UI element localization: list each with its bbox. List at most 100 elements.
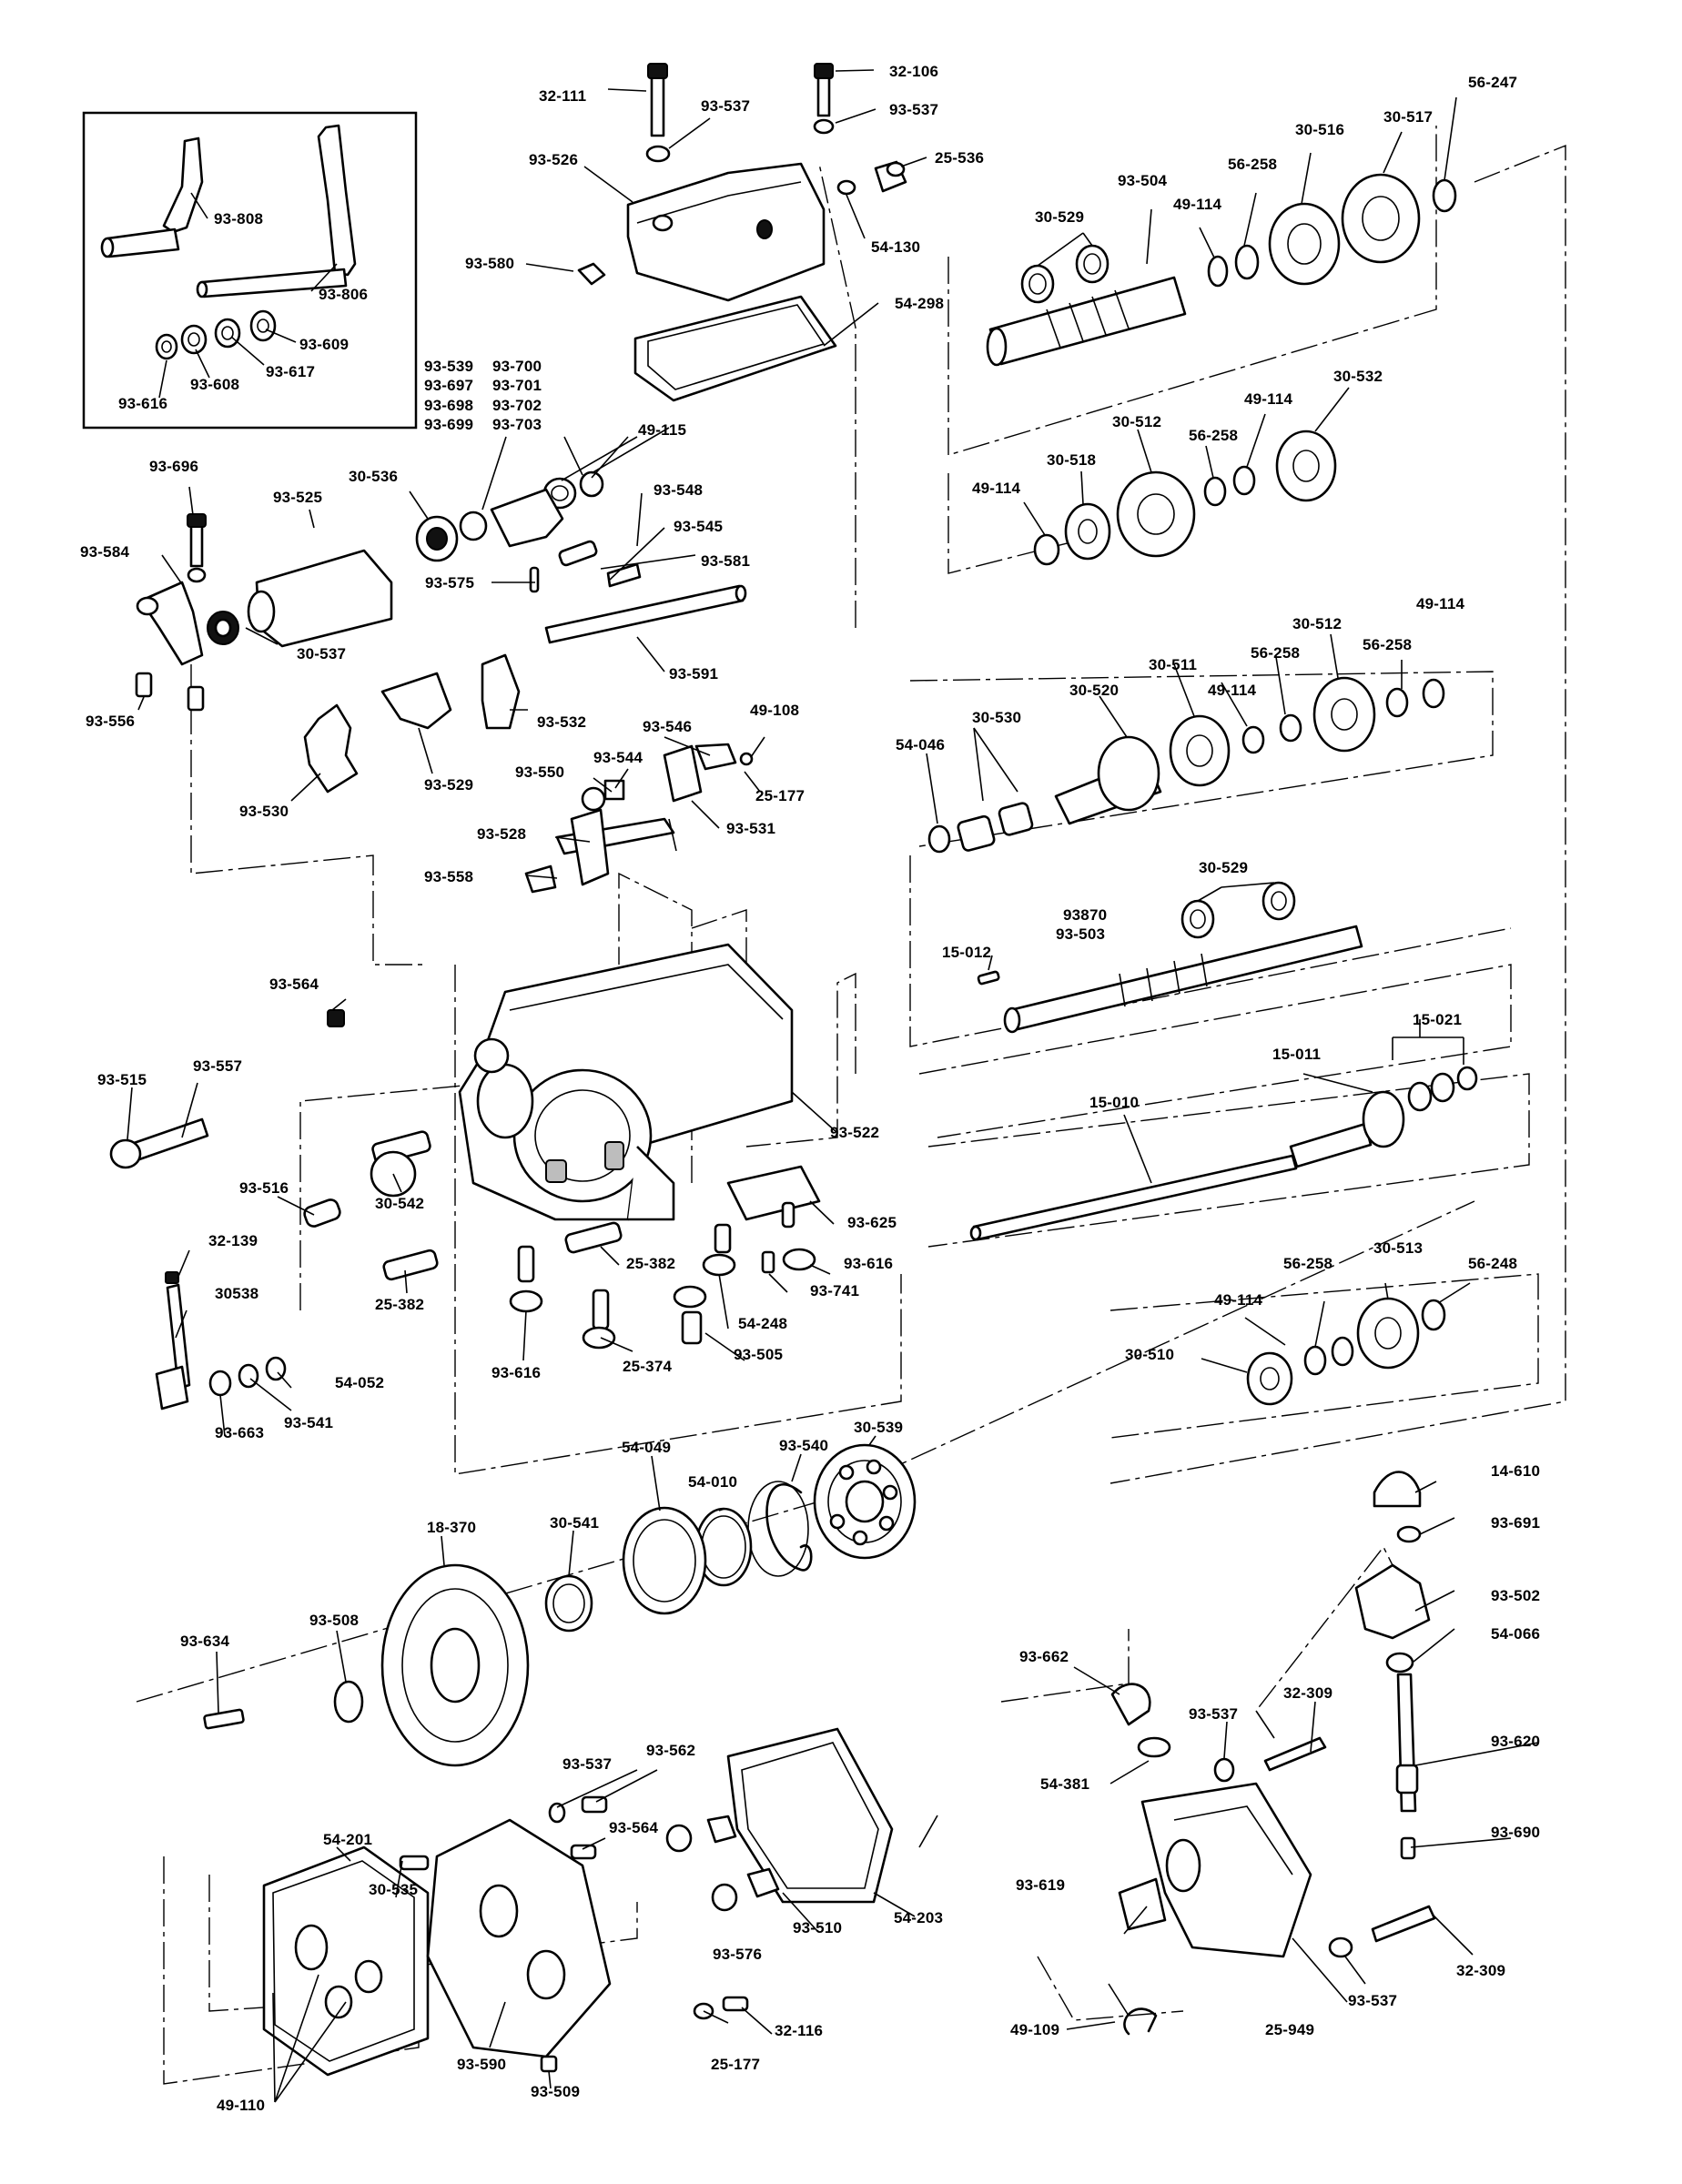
part-label-15-010: 15-010 <box>1089 1094 1140 1111</box>
part-label-93-537: 93-537 <box>701 97 751 115</box>
part-label-93-515: 93-515 <box>97 1071 147 1088</box>
part-label-93-528: 93-528 <box>477 825 527 843</box>
part-label-32-111: 32-111 <box>539 87 587 105</box>
part-label-93-505: 93-505 <box>734 1346 784 1363</box>
part-label-93-609: 93-609 <box>299 336 350 353</box>
part-label-15-021: 15-021 <box>1413 1011 1463 1028</box>
part-label-25-382: 25-382 <box>626 1255 676 1272</box>
part-label-93-529: 93-529 <box>424 776 474 794</box>
part-label-54-052: 54-052 <box>335 1374 385 1391</box>
part-label-32-106: 32-106 <box>889 63 939 80</box>
bottom-cover-assembly <box>262 1727 894 2077</box>
part-label-93-620: 93-620 <box>1491 1733 1541 1750</box>
part-label-93-503: 93-503 <box>1056 925 1106 943</box>
part-label-18-370: 18-370 <box>427 1519 477 1536</box>
part-label-30-516: 30-516 <box>1295 121 1345 138</box>
part-label-93-701: 93-701 <box>492 377 542 394</box>
part-label-49-114: 49-114 <box>1214 1291 1263 1309</box>
part-label-49-110: 49-110 <box>217 2097 266 2114</box>
part-label-54-381: 54-381 <box>1040 1775 1090 1793</box>
part-label-93-564: 93-564 <box>269 976 319 993</box>
part-label-30-510: 30-510 <box>1125 1346 1175 1363</box>
part-label-30538: 30538 <box>215 1285 259 1302</box>
main-drive-bearing-group <box>203 1443 917 1767</box>
part-label-93-581: 93-581 <box>701 552 751 570</box>
part-label-93-539: 93-539 <box>424 358 474 375</box>
mainshaft-gear-train <box>986 173 1457 367</box>
part-label-56-258: 56-258 <box>1251 644 1301 662</box>
part-label-30-517: 30-517 <box>1383 108 1434 126</box>
part-label-30-529: 30-529 <box>1035 208 1085 226</box>
inset-washers <box>155 309 277 360</box>
part-label-56-258: 56-258 <box>1228 156 1278 173</box>
shift-cover-assembly <box>577 63 907 402</box>
part-label-30-518: 30-518 <box>1047 451 1097 469</box>
part-label-93-545: 93-545 <box>674 518 724 535</box>
part-label-30-532: 30-532 <box>1333 368 1383 385</box>
part-label-25-536: 25-536 <box>935 149 985 167</box>
part-label-93-550: 93-550 <box>515 763 565 781</box>
countershaft-rod <box>969 1066 1478 1241</box>
part-label-93-703: 93-703 <box>492 416 542 433</box>
part-label-93-702: 93-702 <box>492 397 542 414</box>
part-label-32-139: 32-139 <box>208 1232 258 1249</box>
part-label-93-556: 93-556 <box>86 713 136 730</box>
part-label-49-115: 49-115 <box>638 421 687 439</box>
part-label-93-537: 93-537 <box>889 101 939 118</box>
part-label-93-558: 93-558 <box>424 868 474 885</box>
part-label-30-536: 30-536 <box>349 468 399 485</box>
low-gear-group <box>1246 1297 1446 1406</box>
part-label-93-502: 93-502 <box>1491 1587 1541 1604</box>
part-label-93-741: 93-741 <box>810 1282 860 1299</box>
part-label-93-619: 93-619 <box>1016 1876 1066 1894</box>
part-label-25-374: 25-374 <box>623 1358 673 1375</box>
part-label-93-691: 93-691 <box>1491 1514 1541 1532</box>
part-label-93-617: 93-617 <box>266 363 316 380</box>
part-label-93-662: 93-662 <box>1019 1648 1069 1665</box>
part-label-93-697: 93-697 <box>424 377 474 394</box>
part-label-93-576: 93-576 <box>713 1946 763 1963</box>
part-label-93-564: 93-564 <box>609 1819 659 1836</box>
countershaft-gear-train <box>1033 430 1337 566</box>
part-label-93-696: 93-696 <box>149 458 199 475</box>
part-label-93870: 93870 <box>1063 906 1108 924</box>
part-label-93-540: 93-540 <box>779 1437 829 1454</box>
part-label-30-541: 30-541 <box>550 1514 600 1532</box>
part-label-93-584: 93-584 <box>80 543 130 561</box>
part-label-93-516: 93-516 <box>239 1179 289 1197</box>
part-label-56-247: 56-247 <box>1468 74 1518 91</box>
part-label-30-539: 30-539 <box>854 1419 904 1436</box>
part-label-93-698: 93-698 <box>424 397 474 414</box>
shifter-drum-assembly <box>135 470 754 894</box>
part-label-30-512: 30-512 <box>1112 413 1162 430</box>
part-label-93-575: 93-575 <box>425 574 475 592</box>
part-label-30-530: 30-530 <box>972 709 1022 726</box>
part-label-93-532: 93-532 <box>537 713 587 731</box>
part-label-54-049: 54-049 <box>622 1439 672 1456</box>
part-label-93-580: 93-580 <box>465 255 515 272</box>
part-label-93-616: 93-616 <box>844 1255 894 1272</box>
part-label-93-616: 93-616 <box>118 395 168 412</box>
part-label-30-542: 30-542 <box>375 1195 425 1212</box>
part-label-49-114: 49-114 <box>1173 196 1222 213</box>
part-label-93-508: 93-508 <box>309 1612 360 1629</box>
part-label-93-616: 93-616 <box>491 1364 542 1381</box>
part-label-32-309: 32-309 <box>1283 1684 1333 1702</box>
part-label-93-541: 93-541 <box>284 1414 334 1431</box>
part-label-30-513: 30-513 <box>1373 1239 1424 1257</box>
part-label-93-699: 93-699 <box>424 416 474 433</box>
part-label-32-309: 32-309 <box>1456 1962 1506 1979</box>
part-label-30-512: 30-512 <box>1292 615 1343 632</box>
part-label-49-109: 49-109 <box>1010 2021 1060 2038</box>
part-label-93-590: 93-590 <box>457 2056 507 2073</box>
part-label-93-663: 93-663 <box>215 1424 265 1441</box>
side-cover-assembly <box>1110 1471 1436 2036</box>
part-label-93-522: 93-522 <box>830 1124 880 1141</box>
part-label-54-066: 54-066 <box>1491 1625 1541 1643</box>
case-fasteners <box>109 1009 821 1410</box>
part-label-54-201: 54-201 <box>323 1831 373 1848</box>
part-label-54-248: 54-248 <box>738 1315 788 1332</box>
part-label-15-011: 15-011 <box>1272 1046 1322 1063</box>
part-label-93-537: 93-537 <box>562 1755 613 1773</box>
